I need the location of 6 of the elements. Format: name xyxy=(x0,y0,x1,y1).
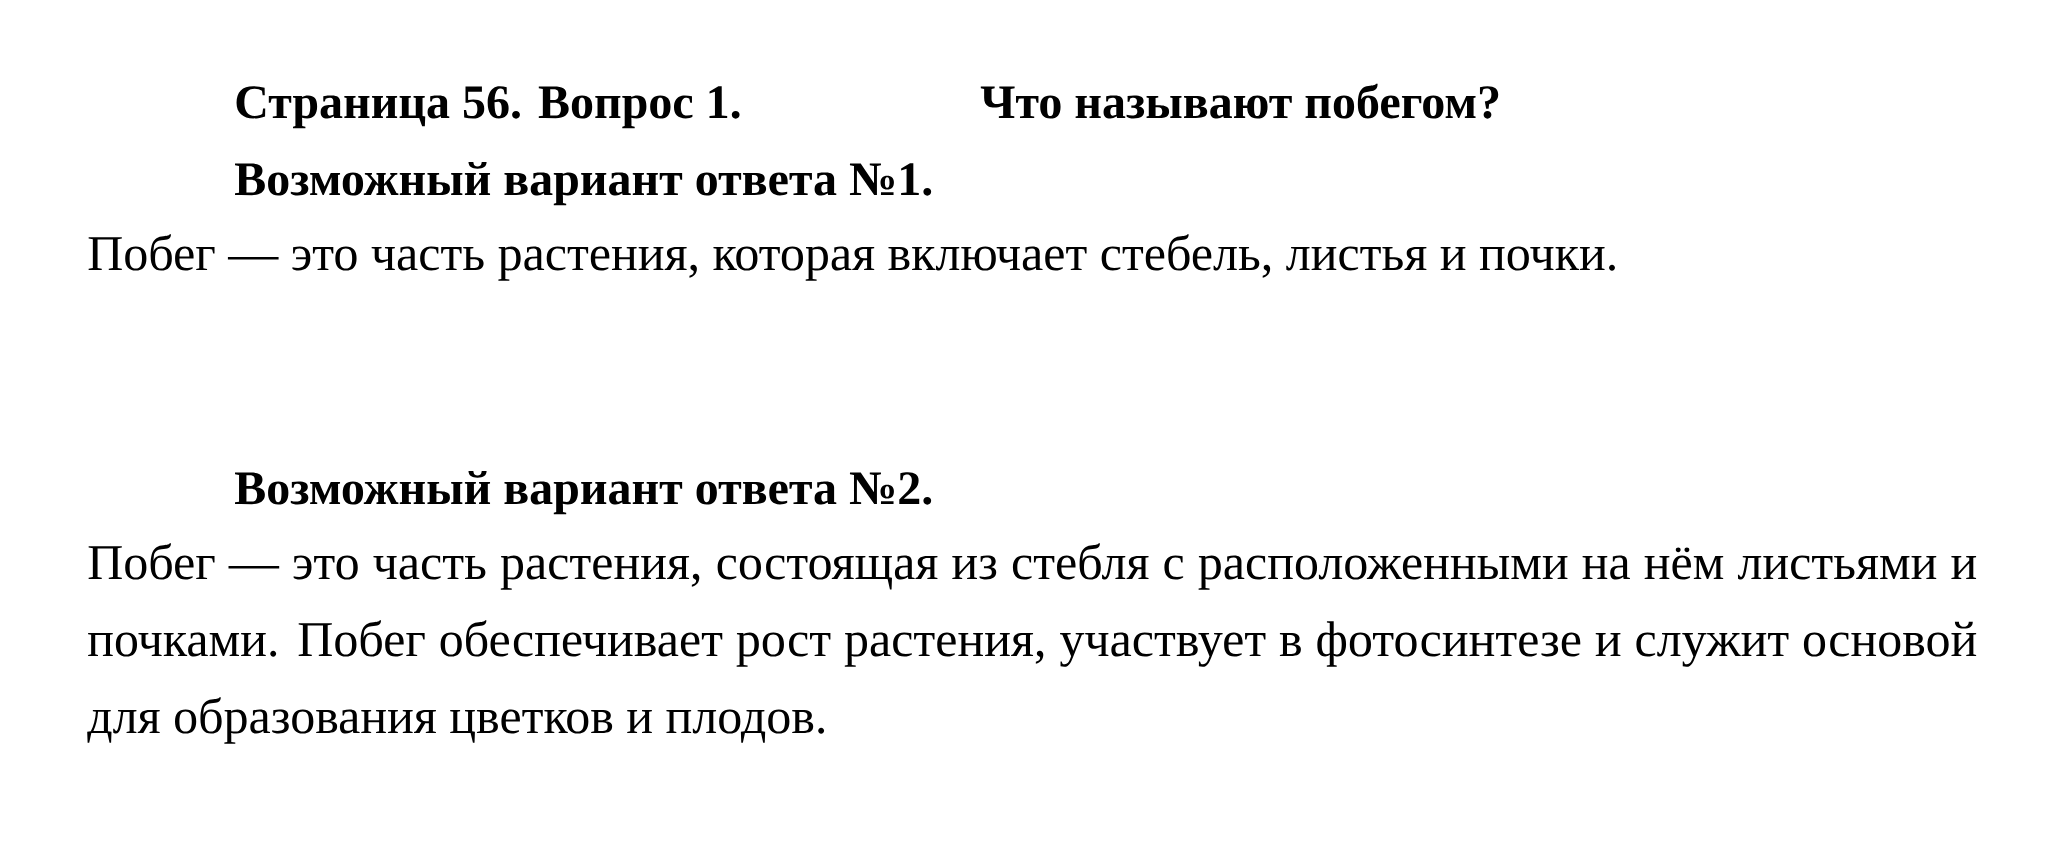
title: Страница 56. Вопрос 1. xyxy=(236,86,740,129)
paragraph: Побег — это часть растения, состоящая из стебля с расположенными на нём листьями и почками. Побег обеспечивает рост растения, участвует в фотосинтезе и служит основой для образования цветков и плодов. xyxy=(87,543,1977,744)
heading: Что называют побегом? xyxy=(980,83,1499,119)
heading: Возможный вариант ответа №2. xyxy=(235,470,932,515)
heading: Возможный вариант ответа №1. xyxy=(235,161,932,206)
paragraph: Побег — это часть растения, которая включает стебель, листья и почки. xyxy=(88,234,1615,281)
